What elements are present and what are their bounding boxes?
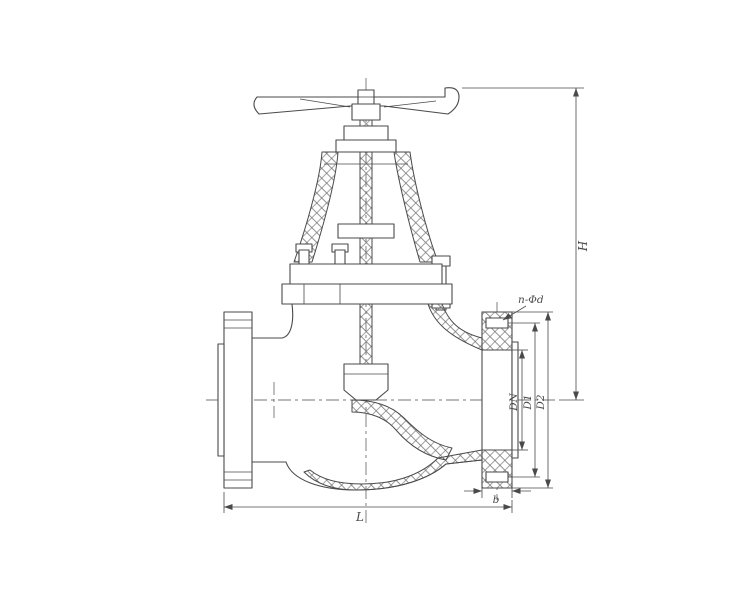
handwheel-hub	[351, 103, 381, 121]
inlet-top-outline	[251, 303, 294, 339]
bolt-holes-label: n-Φd	[518, 294, 544, 306]
dimension-b: b	[464, 488, 531, 506]
dimension-label-D2: D2	[535, 394, 547, 410]
dimension-label-H: H	[576, 240, 590, 252]
seat-bridge-section	[351, 399, 453, 461]
dimension-D1: D1	[508, 322, 540, 478]
inlet-flange	[223, 311, 253, 489]
dimension-D2: D2	[512, 311, 553, 489]
bonnet-left-wall	[293, 151, 339, 263]
leader-line	[502, 305, 527, 321]
stem-guide-bushing	[337, 223, 395, 239]
outlet-flange-raised-face	[511, 341, 519, 459]
dimension-label-b: b	[493, 494, 500, 506]
packing-gland	[335, 125, 397, 153]
handwheel	[253, 87, 460, 121]
handwheel-spoke	[299, 98, 351, 108]
callout-bolt-holes: n-Φd	[502, 294, 544, 321]
valve-disc	[343, 363, 389, 401]
body-top-flange	[281, 283, 453, 305]
bonnet-flange	[289, 263, 443, 285]
outlet-top-wall-section	[427, 303, 483, 351]
dimension-DN: DN	[508, 349, 528, 451]
gland-flange	[335, 139, 397, 153]
dimension-label-L: L	[355, 510, 364, 524]
bonnet-body-joint	[281, 263, 453, 305]
dimension-label-DN: DN	[508, 392, 520, 411]
bonnet-right-wall	[393, 151, 439, 263]
outlet-bolt-hole	[485, 317, 509, 329]
dimension-label-D1: D1	[522, 394, 534, 410]
gland-nut	[343, 125, 389, 141]
inlet-flange-raised-face	[217, 343, 225, 457]
valve-stem	[337, 119, 395, 369]
outlet-bolt-hole	[485, 471, 509, 483]
stem-section	[359, 119, 373, 369]
body-bottom-wall-section	[303, 449, 483, 491]
handwheel-spoke	[383, 100, 437, 108]
handwheel-rim	[253, 87, 460, 115]
dimension-H: H	[462, 87, 590, 401]
bonnet-yoke	[293, 151, 439, 263]
valve-body	[217, 303, 519, 491]
dimension-L: L	[223, 492, 513, 524]
